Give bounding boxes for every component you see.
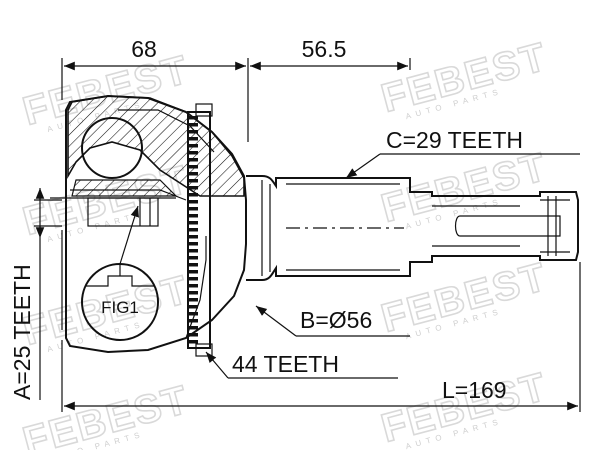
- top-dimensions: 68 56.5: [61, 36, 411, 142]
- spline-a-label: A=25 TEETH: [9, 264, 35, 400]
- abs-tooth: [188, 221, 198, 225]
- abs-tooth: [188, 242, 198, 246]
- watermark-brand: FEBEST: [377, 35, 552, 121]
- dimension-56-5-label: 56.5: [302, 36, 347, 62]
- fig1-label: FIG1: [101, 298, 139, 317]
- watermark-brand: FEBEST: [377, 255, 552, 341]
- watermark-brand: FEBEST: [377, 145, 552, 231]
- abs-tooth: [188, 172, 198, 176]
- abs-tooth: [188, 340, 198, 344]
- abs-tooth: [188, 158, 198, 162]
- left-dimension: A=25 TEETH: [9, 188, 62, 400]
- abs-tooth: [188, 130, 198, 134]
- abs-tooth: [188, 116, 198, 120]
- abs-tooth: [188, 137, 198, 141]
- abs-tooth: [188, 151, 198, 155]
- abs-tooth: [188, 193, 198, 197]
- abs-tooth: [188, 319, 198, 323]
- callouts: C=29 TEETH B=Ø56 44 TEETH: [205, 127, 580, 379]
- spline-c-label: C=29 TEETH: [386, 127, 523, 153]
- abs-teeth-label: 44 TEETH: [232, 351, 339, 377]
- abs-tooth: [188, 200, 198, 204]
- abs-tooth: [188, 228, 198, 232]
- abs-tooth: [188, 235, 198, 239]
- stub-shaft: [246, 175, 579, 281]
- abs-tooth: [188, 284, 198, 288]
- total-length-label: L=169: [442, 377, 507, 403]
- abs-tooth: [188, 249, 198, 253]
- abs-tooth: [188, 333, 198, 337]
- abs-tooth: [188, 305, 198, 309]
- abs-tooth: [188, 207, 198, 211]
- abs-tooth: [188, 291, 198, 295]
- abs-tooth: [188, 144, 198, 148]
- abs-tooth: [188, 326, 198, 330]
- abs-tooth: [188, 270, 198, 274]
- abs-tooth: [188, 263, 198, 267]
- abs-tooth: [188, 312, 198, 316]
- abs-tooth: [188, 277, 198, 281]
- abs-tooth: [188, 165, 198, 169]
- abs-tooth: [188, 298, 198, 302]
- abs-tooth: [188, 179, 198, 183]
- fig1-callout: FIG1: [81, 205, 159, 341]
- outer-housing: [50, 94, 247, 354]
- diameter-b-label: B=Ø56: [300, 307, 372, 333]
- abs-ring: [187, 103, 213, 357]
- dimension-68-label: 68: [131, 36, 157, 62]
- abs-tooth: [188, 214, 198, 218]
- abs-tooth: [188, 186, 198, 190]
- bottom-dimension: L=169: [61, 262, 581, 412]
- abs-tooth: [188, 256, 198, 260]
- abs-tooth: [188, 123, 198, 127]
